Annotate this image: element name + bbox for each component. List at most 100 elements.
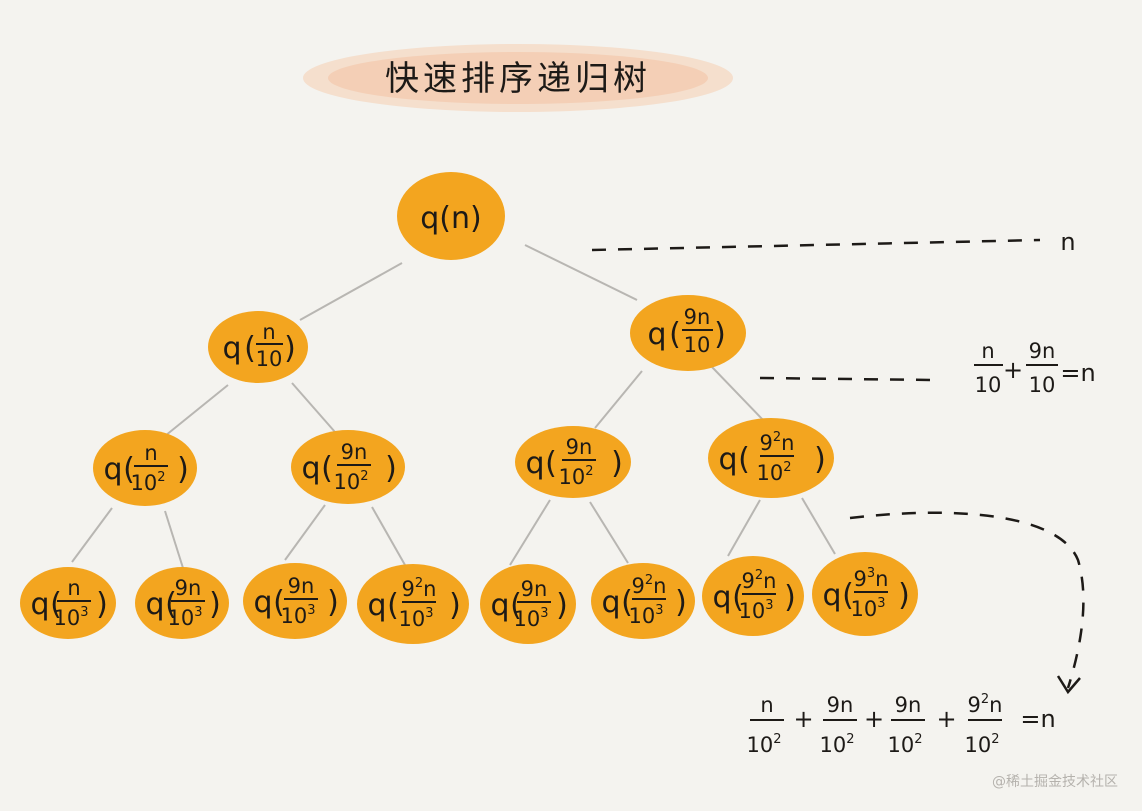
- plus-sign: +: [793, 705, 813, 733]
- paren-close: ): [327, 585, 339, 620]
- numerator-base: 9: [760, 431, 773, 455]
- denominator-base: 10: [964, 733, 991, 757]
- denominator-base: 10: [513, 607, 540, 631]
- equals-n: =n: [1020, 705, 1055, 733]
- fraction-denominator: 102: [746, 732, 781, 757]
- denominator-base: 10: [398, 607, 425, 631]
- denominator-base: 10: [756, 461, 783, 485]
- fraction-numerator: 9n: [684, 305, 711, 329]
- level1-sum: n 10 + 9n 10 =n: [974, 339, 1096, 397]
- paren-open: (: [738, 442, 750, 477]
- watermark: @稀土掘金技术社区: [992, 774, 1118, 790]
- sum-term-denominator: 10: [975, 373, 1002, 397]
- fraction-denominator: 102: [887, 732, 922, 757]
- plus-sign: +: [936, 705, 956, 733]
- fraction-numerator: 92n: [968, 692, 1003, 717]
- numerator-base: 9: [854, 567, 867, 591]
- node-function: q: [718, 442, 737, 477]
- node-function: q: [145, 587, 164, 622]
- paren-open: (: [387, 588, 399, 623]
- fraction-denominator: 102: [756, 460, 791, 485]
- fraction-denominator: 103: [398, 606, 433, 631]
- paren-open: (: [123, 452, 135, 487]
- title-highlight-inner: [328, 52, 708, 104]
- dashed-guide-level1: [759, 376, 936, 382]
- plus-sign: +: [864, 705, 884, 733]
- fraction-numerator: 9n: [895, 693, 922, 717]
- paren-open: (: [621, 585, 633, 620]
- numerator-base: 9: [742, 569, 755, 593]
- denominator-base: 10: [819, 733, 846, 757]
- sum-term: 92n 102: [964, 692, 1002, 757]
- numerator-base: 9: [632, 574, 645, 598]
- node-blob: [20, 567, 116, 639]
- paren-close: ): [556, 588, 568, 623]
- paren-close: ): [177, 452, 189, 487]
- denominator-exponent: 3: [765, 598, 773, 613]
- fraction-denominator: 103: [738, 598, 773, 623]
- paren-close: ): [611, 446, 623, 481]
- node-blob: [243, 563, 347, 639]
- numerator-tail: n: [875, 567, 888, 591]
- sum-term-numerator: n: [981, 339, 994, 363]
- node-blob: [702, 556, 804, 636]
- denominator-base: 10: [887, 733, 914, 757]
- fraction-denominator: 10: [684, 333, 711, 357]
- title-highlight: [303, 44, 733, 112]
- node-function: q: [601, 585, 620, 620]
- fraction-numerator: n: [262, 320, 275, 344]
- level-sum-guides: [591, 238, 1085, 689]
- fraction-numerator: 9n: [827, 693, 854, 717]
- node-function: q: [30, 587, 49, 622]
- node-blob: [708, 418, 834, 498]
- node-blob: [515, 426, 631, 498]
- tree-node-level1-left: q ( n 10 ): [208, 311, 308, 383]
- fraction-denominator: 102: [130, 470, 165, 495]
- edge: [509, 499, 551, 566]
- denominator-exponent: 2: [773, 732, 781, 747]
- numerator-tail: n: [989, 693, 1002, 717]
- paren-close: ): [284, 331, 296, 366]
- arrow-head-icon: [1056, 675, 1081, 695]
- node-blob: [135, 567, 229, 639]
- level0-sum: n: [1060, 228, 1075, 256]
- paren-close: ): [784, 580, 796, 615]
- node-function: q: [647, 317, 666, 352]
- node-label: q(n): [420, 201, 481, 236]
- fraction-denominator: 10: [256, 347, 283, 371]
- fraction-denominator: 102: [964, 732, 999, 757]
- node-blob: [93, 430, 197, 506]
- denominator-exponent: 3: [425, 606, 433, 621]
- tree-node-root: q(n): [397, 172, 505, 260]
- fraction-numerator: n: [67, 576, 80, 600]
- node-function: q: [222, 331, 241, 366]
- numerator-exponent: 2: [773, 430, 781, 445]
- paren-open: (: [273, 585, 285, 620]
- paren-close: ): [96, 587, 108, 622]
- node-function: q: [253, 585, 272, 620]
- numerator-tail: n: [653, 574, 666, 598]
- denominator-base: 10: [280, 604, 307, 628]
- node-function: q: [822, 578, 841, 613]
- denominator-base: 10: [850, 597, 877, 621]
- denominator-exponent: 2: [991, 732, 999, 747]
- paren-close: ): [898, 578, 910, 613]
- edge: [727, 499, 761, 557]
- edge: [371, 506, 406, 566]
- denominator-exponent: 2: [360, 469, 368, 484]
- edge: [524, 244, 638, 301]
- edge: [164, 510, 184, 569]
- paren-close: ): [814, 442, 826, 477]
- edge: [299, 262, 403, 321]
- fraction-numerator: 9n: [341, 440, 368, 464]
- numerator-exponent: 2: [645, 573, 653, 588]
- denominator-exponent: 2: [783, 460, 791, 475]
- sum-term: 9n 102: [887, 693, 925, 757]
- fraction-numerator: n: [144, 441, 157, 465]
